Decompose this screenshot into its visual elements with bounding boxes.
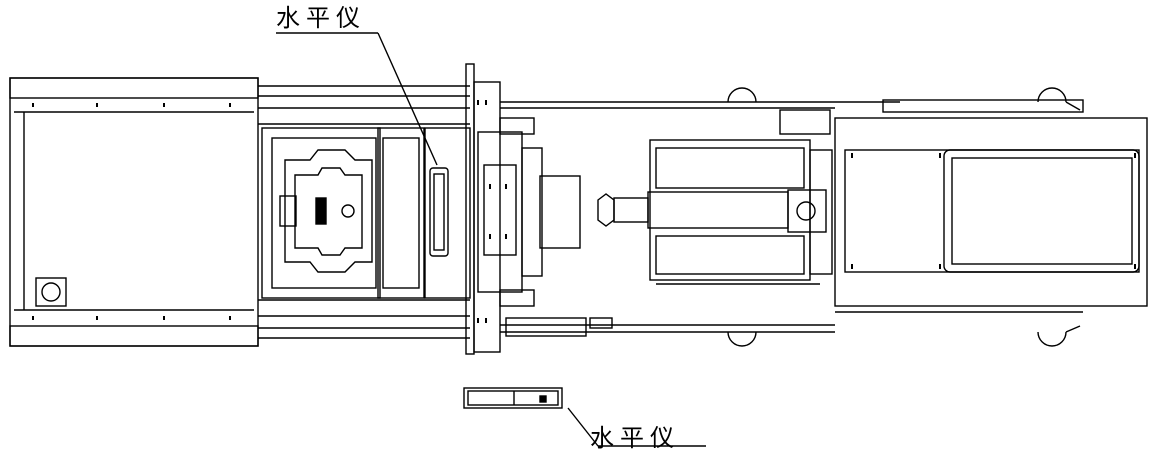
- injection-barrel: [597, 109, 833, 285]
- left-end-block: [9, 77, 259, 347]
- level-label-bottom: 水平仪: [590, 424, 680, 452]
- level-label-top: 水平仪: [276, 4, 366, 32]
- support-pads: [727, 87, 1081, 347]
- motor-box: [35, 277, 67, 307]
- leader-lines: [276, 32, 706, 447]
- main-frame: [258, 85, 835, 339]
- right-end-block: [834, 99, 1148, 313]
- level-top: [429, 167, 449, 257]
- fixed-platen: [465, 63, 613, 355]
- clamp-unit: [261, 127, 471, 299]
- level-bottom: [463, 387, 563, 409]
